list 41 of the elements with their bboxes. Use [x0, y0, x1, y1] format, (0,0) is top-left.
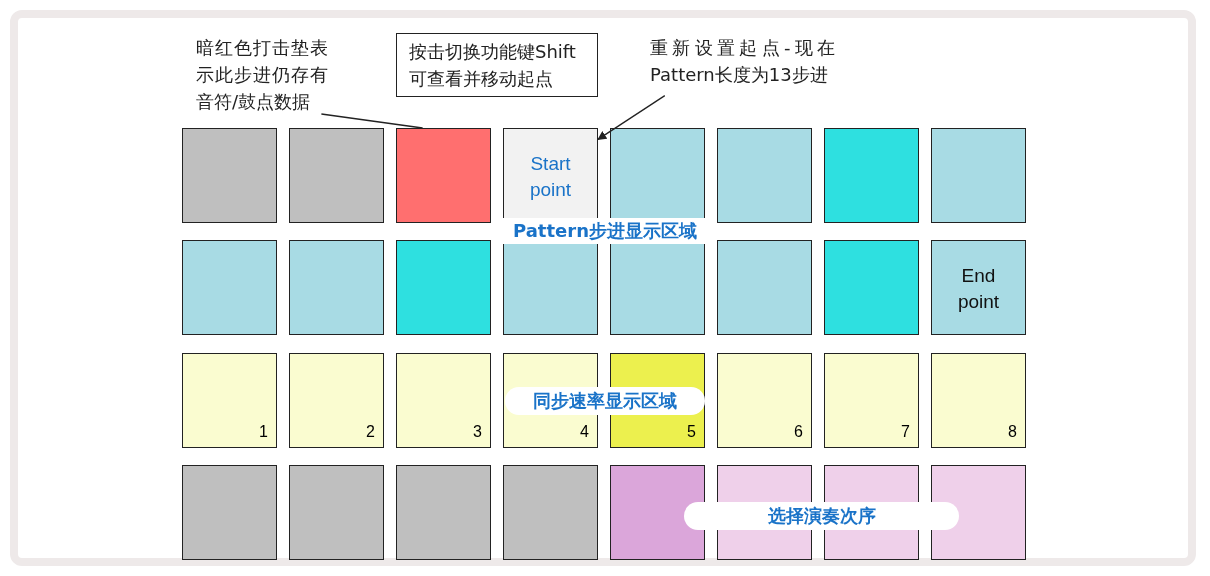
drum-pad	[396, 240, 491, 335]
drum-pad	[824, 128, 919, 223]
drum-pad	[931, 465, 1026, 560]
pad-label: End point	[956, 264, 1001, 314]
drum-pad	[289, 240, 384, 335]
drum-pad	[396, 465, 491, 560]
drum-pad	[717, 240, 812, 335]
drum-pad	[931, 353, 1026, 448]
leader-line	[597, 94, 666, 141]
note-box: 按击切换功能键Shift可查看并移动起点	[396, 33, 598, 97]
callout-text: 重新设置起点-现在Pattern长度为13步进	[650, 34, 835, 90]
drum-pad	[824, 240, 919, 335]
drum-pad	[610, 465, 705, 560]
drum-pad	[931, 128, 1026, 223]
drum-pad	[396, 353, 491, 448]
drum-pad	[289, 128, 384, 223]
step-number: 6	[794, 423, 803, 441]
step-number: 2	[366, 423, 375, 441]
drum-pad	[824, 353, 919, 448]
drum-pad	[717, 353, 812, 448]
callout-text: 暗红色打击垫表示此步进仍存有音符/鼓点数据	[196, 34, 328, 114]
drum-pad	[289, 353, 384, 448]
drum-pad	[717, 128, 812, 223]
leader-line	[320, 113, 424, 129]
drum-pad	[182, 353, 277, 448]
step-number: 5	[687, 423, 696, 441]
drum-pad	[289, 465, 384, 560]
step-number: 7	[901, 423, 910, 441]
drum-pad	[182, 240, 277, 335]
drum-pad	[503, 465, 598, 560]
drum-pad	[931, 240, 1026, 335]
area-label-tooltip: 同步速率显示区域	[505, 387, 705, 415]
pad-label: Start point	[528, 152, 573, 202]
step-number: 3	[473, 423, 482, 441]
drum-pad	[182, 128, 277, 223]
step-number: 4	[580, 423, 589, 441]
area-label-tooltip: 选择演奏次序	[684, 502, 959, 530]
step-number: 8	[1008, 423, 1017, 441]
drum-pad	[396, 128, 491, 223]
step-number: 1	[259, 423, 268, 441]
drum-pad	[182, 465, 277, 560]
